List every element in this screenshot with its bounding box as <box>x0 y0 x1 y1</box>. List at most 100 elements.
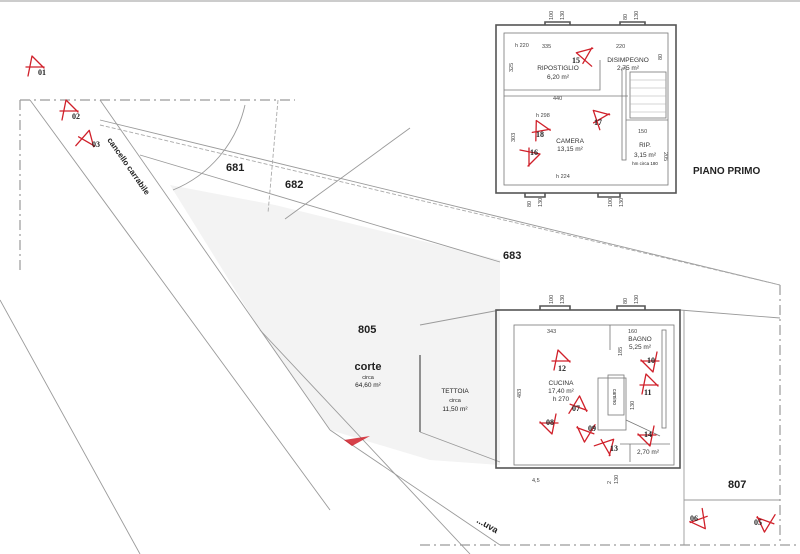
camera-angle-icon <box>59 99 79 121</box>
svg-text:5,25 m²: 5,25 m² <box>629 344 652 351</box>
svg-text:6,20 m²: 6,20 m² <box>547 74 570 81</box>
photo-marker-label: 07 <box>572 404 580 413</box>
room-disimpegno: DISIMPEGNO <box>607 57 649 64</box>
svg-text:130: 130 <box>560 295 566 304</box>
svg-text:2,75 m²: 2,75 m² <box>617 65 640 72</box>
svg-text:80: 80 <box>623 14 629 20</box>
photo-marker-label: 09 <box>588 424 596 433</box>
svg-text:h 298: h 298 <box>536 113 550 119</box>
svg-text:100: 100 <box>608 198 614 207</box>
svg-text:3,15 m²: 3,15 m² <box>634 152 657 159</box>
svg-text:13,15 m²: 13,15 m² <box>557 146 583 153</box>
room-ripostiglio: RIPOSTIGLIO <box>537 65 579 72</box>
svg-text:440: 440 <box>553 96 562 102</box>
courtyard-area <box>170 185 500 465</box>
photo-marker-label: 03 <box>92 140 100 149</box>
canopy-qualifier: circa <box>449 398 462 404</box>
photo-marker-09: 09 <box>576 424 596 443</box>
svg-text:h 220: h 220 <box>515 43 529 49</box>
svg-text:325: 325 <box>509 63 515 72</box>
svg-text:150: 150 <box>638 129 647 135</box>
photo-marker-label: 14 <box>644 430 652 439</box>
first-floor-dimensions: 100 130 80 130 h 220 335 220 325 80 440 … <box>509 11 668 207</box>
canopy-label: TETTOIA circa 11,50 m² <box>441 388 469 413</box>
svg-text:17,40 m²: 17,40 m² <box>548 388 574 395</box>
svg-text:100: 100 <box>549 295 555 304</box>
photo-marker-13: 13 <box>593 438 618 457</box>
photo-marker-17: 17 <box>592 109 611 131</box>
camera-angle-icon <box>593 438 615 457</box>
floor-label: PIANO PRIMO <box>693 166 760 177</box>
svg-text:80: 80 <box>527 201 533 207</box>
photo-marker-label: 08 <box>546 418 554 427</box>
stair-label: camino <box>611 389 617 405</box>
road-label: cancello carrabile <box>105 136 151 197</box>
photo-marker-01: 01 <box>25 55 46 77</box>
svg-text:130: 130 <box>634 11 640 20</box>
photo-marker-label: 17 <box>594 118 602 127</box>
svg-text:303: 303 <box>511 133 517 142</box>
red-mark <box>344 436 370 446</box>
svg-text:130: 130 <box>619 198 625 207</box>
camera-angle-icon <box>568 395 588 414</box>
svg-text:483: 483 <box>517 389 523 398</box>
camera-angle-icon <box>592 109 611 131</box>
camera-angle-icon <box>576 424 596 443</box>
photo-marker-18: 18 <box>531 119 551 142</box>
photo-marker-label: 05 <box>754 518 762 527</box>
ground-floor-rooms: CUCINA 17,40 m² h 270 BAGNO 5,25 m² 2,70… <box>548 336 660 456</box>
cadastral-lines <box>0 99 781 554</box>
photo-marker-label: 13 <box>610 444 618 453</box>
svg-text:100: 100 <box>549 11 555 20</box>
photo-marker-11: 11 <box>639 373 659 397</box>
svg-text:220: 220 <box>616 44 625 50</box>
svg-text:343: 343 <box>547 329 556 335</box>
photo-marker-07: 07 <box>568 395 588 414</box>
photo-marker-15: 15 <box>572 47 594 67</box>
svg-text:80: 80 <box>658 54 664 60</box>
room-rip: RIP. <box>639 142 651 149</box>
camera-angle-icon <box>575 47 594 67</box>
camera-angle-icon <box>539 413 559 435</box>
photo-marker-label: 01 <box>38 68 46 77</box>
canopy-area-value: 11,50 m² <box>442 406 468 413</box>
parcel-682: 682 <box>285 179 303 191</box>
camera-angle-icon <box>25 55 45 77</box>
svg-text:130: 130 <box>538 198 544 207</box>
camera-angle-icon <box>639 373 659 395</box>
svg-text:4,5: 4,5 <box>532 478 540 484</box>
parcel-683: 683 <box>503 250 521 262</box>
camera-angle-icon <box>75 129 95 148</box>
room-camera: CAMERA <box>556 138 584 145</box>
svg-text:185: 185 <box>618 347 624 356</box>
photo-marker-label: 10 <box>647 356 655 365</box>
bottom-road-label: ...uva <box>475 515 501 536</box>
photo-marker-label: 02 <box>72 112 80 121</box>
photo-marker-label: 18 <box>536 130 544 139</box>
first-floor-plan <box>495 21 677 198</box>
svg-text:130: 130 <box>560 11 566 20</box>
ground-floor-plan <box>495 305 681 469</box>
photo-marker-12: 12 <box>551 349 571 373</box>
photo-marker-label: 15 <box>572 56 580 65</box>
photo-marker-03: 03 <box>75 129 100 149</box>
photo-marker-label: 11 <box>644 388 652 397</box>
svg-text:h 224: h 224 <box>556 174 570 180</box>
room-small: 2,70 m² <box>637 449 660 456</box>
photo-marker-label: 12 <box>558 364 566 373</box>
camera-angle-icon <box>689 507 708 530</box>
svg-text:130: 130 <box>630 401 636 410</box>
camera-angle-icon <box>519 147 541 167</box>
svg-text:2: 2 <box>607 481 613 484</box>
camera-angle-icon <box>756 514 776 533</box>
parcel-807: 807 <box>728 479 746 491</box>
parcel-681: 681 <box>226 162 244 174</box>
svg-text:130: 130 <box>614 475 620 484</box>
courtyard-label: corte circa 64,60 m² <box>355 361 382 389</box>
photo-marker-05: 05 <box>754 514 776 533</box>
svg-text:205: 205 <box>662 152 668 161</box>
camera-angle-icon <box>637 425 657 447</box>
room-cucina: CUCINA <box>549 380 575 387</box>
